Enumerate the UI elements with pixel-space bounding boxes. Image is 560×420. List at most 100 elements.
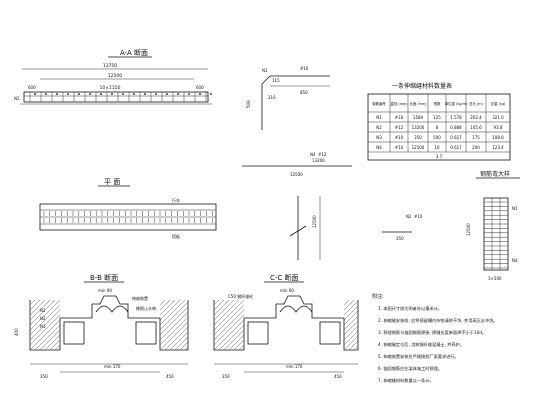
concrete-hatch — [49, 339, 61, 351]
material-table: 一条伸缩缝材料数量表 钢筋编号直径 (mm)长度 (mm)根数单位重 (kg/m… — [367, 82, 511, 161]
cc-d3: 350 — [222, 374, 230, 379]
concrete-hatch — [54, 344, 61, 351]
aa-section: A-A 断面 13750 12500 10×1150 600 600 N1 — [14, 48, 212, 105]
concrete-hatch — [159, 299, 176, 316]
table-cell: 1589 — [413, 115, 424, 120]
concrete-hatch — [343, 310, 359, 326]
table-header-cell: 长度 (mm) — [409, 101, 427, 106]
concrete-hatch — [29, 314, 61, 346]
concrete-hatch — [213, 299, 245, 331]
cc-d2: min 170 — [286, 364, 303, 369]
bar-h: 12500 — [312, 215, 317, 228]
note-item: 2. 伸缩缝安装前, 应将预留槽内杂物清除干净, 并用高压水冲洗。 — [378, 317, 498, 324]
aa-bar-dot — [199, 93, 201, 95]
concrete-hatch — [39, 329, 61, 351]
concrete-hatch — [343, 335, 359, 351]
note-item: 1. 本图尺寸除注明者外以毫米计。 — [378, 305, 442, 312]
table-cell: 321.0 — [492, 115, 504, 120]
plan-view: 平 面 行车 搭板 — [39, 178, 217, 239]
bb-note1: 伸缩装置 — [132, 295, 148, 301]
concrete-hatch — [343, 320, 359, 336]
aa-bar-dot — [133, 93, 135, 95]
aa-dim-inner: 12500 — [108, 73, 122, 79]
aa-bar-dot — [166, 93, 168, 95]
table-header-cell: 根数 — [434, 101, 441, 106]
table-cell: 13200 — [412, 125, 425, 130]
plan-title: 平 面 — [104, 178, 120, 186]
table-title: 一条伸缩缝材料数量表 — [392, 82, 452, 90]
bars-middle: N4 #12 13200 12500 12500 N2 #10 350 — [242, 152, 423, 260]
concrete-hatch — [29, 299, 46, 316]
concrete-hatch — [213, 309, 245, 341]
bb-note2: 橡胶止水带 — [136, 305, 156, 311]
concrete-hatch — [343, 330, 359, 346]
concrete-hatch — [29, 319, 61, 351]
table-cell: #16 — [395, 115, 404, 120]
table-cell: 125 — [433, 115, 441, 120]
concrete-hatch — [238, 344, 245, 351]
table-cell: N1 — [376, 115, 382, 120]
concrete-hatch — [159, 299, 171, 311]
concrete-hatch — [343, 305, 359, 321]
bend-d2: 500 — [246, 100, 251, 108]
concrete-hatch — [213, 304, 245, 336]
table-cell: 0.888 — [450, 125, 462, 130]
bb-section: B-B 断面 min 90 min 170 400 350 450 伸缩装置 橡… — [14, 273, 189, 379]
table-cell: 175 — [472, 135, 480, 140]
aa-bar-dot — [34, 93, 36, 95]
concrete-hatch — [29, 299, 51, 321]
table-cell: 123.4 — [492, 145, 504, 150]
aa-dim-spacing: 10×1150 — [100, 85, 121, 91]
bb-title: B-B 断面 — [90, 273, 118, 282]
table-header-cell: 总重 (kg) — [491, 101, 506, 106]
bar-n2-d: 350 — [396, 236, 404, 241]
aa-dim-total: 13750 — [103, 63, 117, 69]
notes-heading: 附注: — [372, 293, 384, 300]
aa-bar-dot — [155, 93, 157, 95]
table-cell: 93.8 — [494, 125, 503, 130]
notes-block: 附注: 1. 本图尺寸除注明者外以毫米计。 2. 伸缩缝安装前, 应将预留槽内杂… — [372, 293, 498, 384]
table-frame — [367, 93, 511, 161]
bb-d5: 450 — [166, 374, 174, 379]
bb-d1: min 90 — [98, 288, 112, 293]
bb-n3: N3 — [40, 324, 46, 329]
concrete-hatch — [174, 336, 189, 351]
table-cell: N2 — [376, 125, 382, 130]
concrete-hatch — [213, 299, 225, 311]
table-cell: 350 — [414, 135, 422, 140]
bar-n2-label: N2 — [406, 214, 412, 219]
bend-d3: 216 — [268, 95, 276, 100]
concrete-hatch — [159, 301, 189, 331]
concrete-hatch — [228, 334, 245, 351]
concrete-hatch — [343, 299, 350, 306]
aa-bar-dot — [89, 93, 91, 95]
concrete-hatch — [44, 334, 61, 351]
concrete-hatch — [29, 304, 61, 336]
bar-n4-size: #12 — [318, 152, 327, 157]
bend-d1: 850 — [300, 90, 308, 95]
table-cell: 202.4 — [470, 115, 482, 120]
concrete-hatch — [169, 331, 189, 351]
bend-d4: 115 — [272, 78, 280, 83]
concrete-hatch — [159, 316, 189, 346]
note-item: 7. 伸缩缝材料数量以一条计。 — [378, 377, 434, 384]
concrete-hatch — [213, 319, 245, 351]
rebar-title: 钢筋弯大样 — [480, 170, 510, 178]
concrete-hatch — [343, 325, 359, 341]
aa-bar-dot — [210, 93, 212, 95]
table-total: 3.7 — [436, 154, 443, 159]
aa-bar-dot — [67, 93, 69, 95]
bend-n1: N1 — [262, 68, 268, 73]
bent-bar-n1: N1 #16 850 500 216 115 — [246, 66, 330, 130]
note-item: 3. 预埋钢筋与锚固钢筋焊接, 焊缝长度单面焊不小于10d。 — [378, 329, 486, 336]
table-cell: 12500 — [412, 145, 425, 150]
aa-dim-right: 600 — [196, 85, 204, 90]
aa-bar-dot — [122, 93, 124, 95]
aa-label-left: N1 — [14, 96, 20, 101]
cc-title: C-C 断面 — [270, 273, 299, 282]
concrete-hatch — [213, 299, 220, 306]
aa-bar-dot — [177, 93, 179, 95]
concrete-hatch — [159, 299, 166, 306]
cc-note1: C50 钢纤维砼 — [228, 293, 253, 299]
